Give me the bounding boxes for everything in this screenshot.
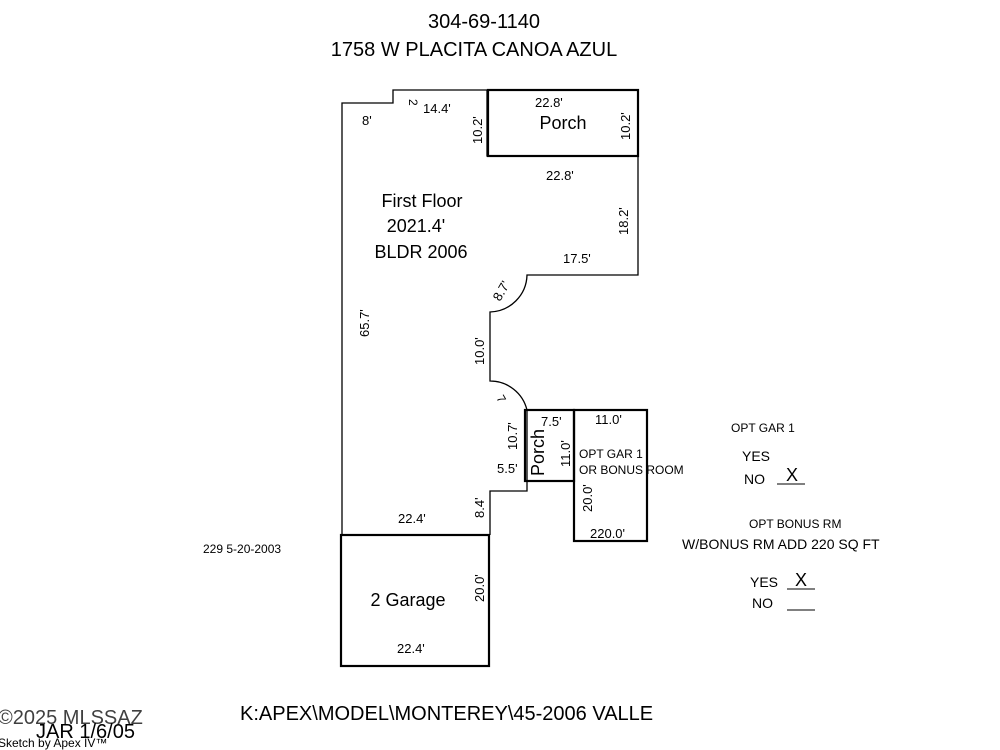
garage-label: 2 Garage <box>370 590 445 610</box>
opt-garage-top-dim: 11.0' <box>595 412 622 427</box>
dim-jog: 2 <box>406 99 420 106</box>
copyright-watermark: ©2025 MLSSAZ <box>0 707 143 729</box>
opt-bonus-desc: W/BONUS RM ADD 220 SQ FT <box>682 536 880 552</box>
parcel-number: 304-69-1140 <box>428 11 540 33</box>
first-floor-label: First Floor <box>382 191 463 211</box>
dim-right-lower: 17.5' <box>563 251 591 266</box>
opt-bonus-title: OPT BONUS RM <box>749 517 841 531</box>
porch-side-right-dim: 11.0' <box>558 440 573 467</box>
opt-garage-line1: OPT GAR 1 <box>579 447 643 461</box>
dim-porch2-left: 10.7' <box>505 422 520 450</box>
garage-right-dim: 20.0' <box>472 574 487 602</box>
garage <box>339 533 491 668</box>
first-floor-outline <box>341 89 639 535</box>
first-floor-area: 2021.4' <box>387 216 446 236</box>
side-note: 229 5-20-2003 <box>203 542 281 556</box>
dim-porch-left: 10.2' <box>470 116 485 144</box>
dim-inset: 10.0' <box>472 337 487 365</box>
dim-garage-jog: 8.4' <box>472 497 487 518</box>
porch-top-dim: 22.8' <box>535 95 563 110</box>
opt-bonus-yes-mark: X <box>795 570 807 590</box>
dim-top-mid: 14.4' <box>423 101 451 116</box>
dim-left-side: 65.7' <box>357 309 372 337</box>
opt-gar-no: NO <box>744 471 765 487</box>
opt-garage-bottom-dim: 220.0' <box>590 526 625 541</box>
opt-gar-yes: YES <box>742 448 770 464</box>
porch-top <box>486 88 640 158</box>
dim-right-upper: 22.8' <box>546 168 574 183</box>
porch-side-label: Porch <box>528 429 548 476</box>
dim-top-left: 8' <box>362 113 372 128</box>
porch-side-top-dim: 7.5' <box>541 414 562 429</box>
porch-top-label: Porch <box>539 113 586 133</box>
opt-garage-room <box>572 408 649 543</box>
porch-top-right-dim: 10.2' <box>618 112 633 140</box>
opt-gar-title: OPT GAR 1 <box>731 421 795 435</box>
dim-porch2-bottom: 5.5' <box>497 461 518 476</box>
dim-arc-lower: 7 <box>493 393 509 406</box>
opt-bonus-yes: YES <box>750 574 778 590</box>
sketch-date: JAR 1/6/05 <box>36 721 135 743</box>
dim-arc-upper: 8.7' <box>490 278 513 303</box>
opt-garage-line2: OR BONUS ROOM <box>579 463 684 477</box>
dim-garage-top: 22.4' <box>398 511 426 526</box>
sketch-by: Sketch by Apex IV™ <box>0 736 107 750</box>
garage-bottom-dim: 22.4' <box>397 641 425 656</box>
property-address: 1758 W PLACITA CANOA AZUL <box>331 39 617 61</box>
opt-bonus-no: NO <box>752 595 773 611</box>
opt-gar-no-mark: X <box>786 465 798 485</box>
file-path: K:APEX\MODEL\MONTEREY\45-2006 VALLE <box>240 703 653 725</box>
first-floor-builder: BLDR 2006 <box>374 242 467 262</box>
dim-right-side: 18.2' <box>616 207 631 235</box>
opt-garage-left-dim: 20.0' <box>580 484 595 512</box>
